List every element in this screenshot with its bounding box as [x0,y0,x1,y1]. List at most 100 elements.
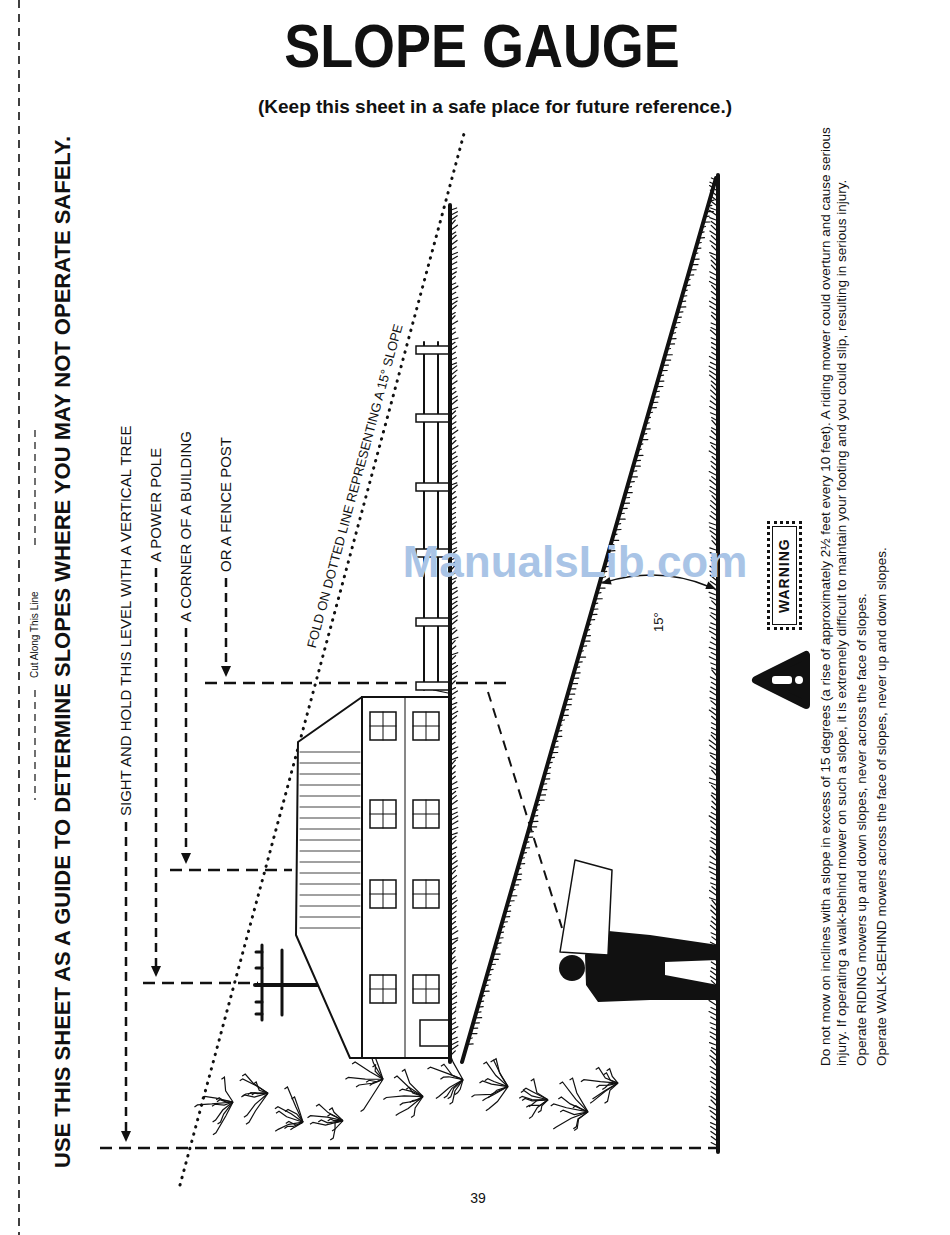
grass-tick [615,529,621,531]
grass-tick [485,979,490,981]
roof-shingle-line [300,851,360,852]
grass-tick [451,411,456,415]
grass-tick [710,898,716,900]
grass-tick [709,451,716,455]
person-head [559,955,585,981]
grass-tick [451,212,457,215]
grass-tick [568,694,575,695]
grass-tick [653,396,659,398]
ground [450,175,718,1152]
grass-tick [710,527,716,530]
grass-tick [711,347,716,350]
grass-tick [451,513,455,515]
fold-line [180,130,465,1185]
grass-tick [451,283,456,285]
grass-tick [549,757,554,759]
grass-tick [451,470,457,475]
grass-tick [711,236,716,240]
grass-tick [467,1043,473,1045]
grass-tick [712,716,716,720]
grass-tick [710,437,716,440]
grass-tick [711,883,716,885]
grass-tick [711,735,716,740]
grass-tick [451,917,456,920]
grass-tick [711,208,716,210]
grass-tick [451,996,457,1000]
grass-tick [668,343,674,344]
leader-arrowhead [221,666,231,677]
grass-tick [451,262,457,265]
grass-tick [451,812,457,815]
grass-tick [711,381,716,385]
warning-triangle [756,655,806,705]
house [296,697,450,1058]
grass-tick [710,753,716,755]
page-title: SLOPE GAUGE [284,10,680,82]
shrub-stroke [551,1104,588,1112]
grass-tick [711,756,716,760]
grass-tick [559,725,563,726]
grass-tick [710,766,716,770]
shrub-stroke [253,1082,268,1093]
grass-tick [712,937,716,940]
grass-tick [484,985,488,987]
shrub-stroke [213,1102,233,1135]
shrub-stroke [310,1121,343,1125]
leader-arrows [121,568,231,1142]
leader-dash [125,822,128,1133]
grass-tick [709,782,716,785]
grass-tick [710,401,716,405]
grass-tick [711,663,716,665]
pole-crossbar [281,950,284,1015]
grass-tick [451,452,456,455]
grass-tick [451,620,457,625]
grass-tick [710,1036,716,1040]
grass-tick [451,533,456,535]
shrub-stroke [604,1073,618,1083]
fold-dotted-line [180,130,465,1185]
grass-tick [712,1087,716,1090]
shrub-stroke [243,1093,268,1096]
grass-tick [451,808,457,810]
grass-tick [451,305,456,310]
grass-tick [711,501,716,505]
grass-tick [712,917,716,920]
grass-tick [710,615,716,620]
grass-tick [711,732,716,735]
roof-shingle-line [300,807,360,808]
grass-tick [708,205,712,207]
shrub-stroke [396,1097,423,1116]
grass-tick [451,760,455,765]
grass-tick [711,613,716,615]
leader-arrowhead [151,966,161,977]
box-text: WARNING [776,538,793,613]
operating-rule: Operate WALK-BEHIND mowers across the fa… [874,121,890,1066]
grass-tick [451,711,458,715]
grass-tick [451,885,456,890]
grass-tick [710,890,716,895]
grass-tick [451,653,458,655]
window-bar [413,894,439,895]
roof-shingle-line [300,862,360,863]
grass-tick [505,911,510,913]
grass-tick [710,698,716,700]
grass-tick [451,276,455,280]
grass-tick [709,523,716,525]
grass-tick [507,905,511,907]
grass-tick [581,645,586,647]
grass-tick [451,732,456,735]
grass-tick [451,836,456,840]
level-line-fence [205,682,410,685]
grass-tick [711,1126,716,1130]
grass-tick [451,827,458,830]
grass-tick [711,446,716,450]
grass-tick [451,951,455,955]
grass-tick [476,1011,481,1013]
grass-tick [451,968,457,970]
grass-tick [711,921,716,925]
grass-tick [712,637,716,640]
shrub-stroke [213,1102,233,1122]
grass-tick [451,891,456,895]
grass-tick [451,427,456,430]
grass-tick [451,707,456,710]
